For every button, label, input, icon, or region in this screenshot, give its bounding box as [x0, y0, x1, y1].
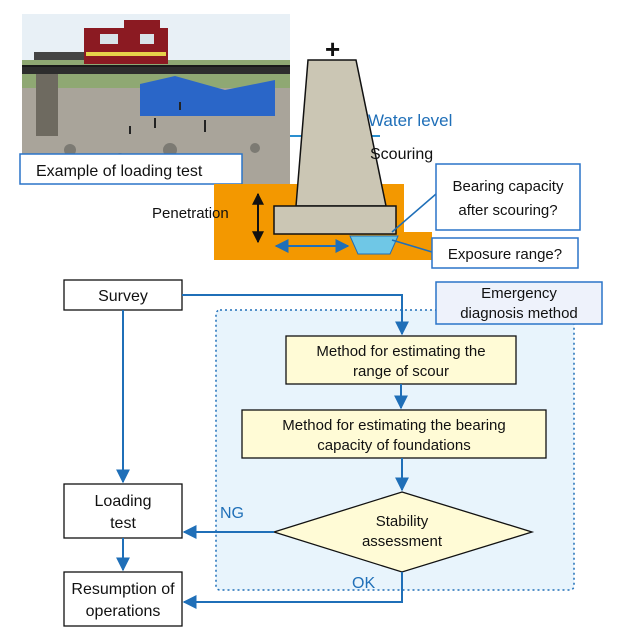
- scouring-label: Scouring: [370, 146, 433, 163]
- bearing-method-box: [241, 409, 547, 459]
- resumption-box: [63, 571, 183, 627]
- arrow-ok-to-resumption: [182, 572, 403, 609]
- resumption-line-2: operations: [86, 603, 161, 620]
- exposure-callout-label: Exposure range?: [448, 246, 562, 263]
- scour-method-box: [285, 335, 517, 385]
- photo-caption: Example of loading test: [36, 163, 203, 180]
- stability-line-1: Stability: [376, 513, 429, 530]
- emergency-label-line-2: diagnosis method: [460, 305, 578, 322]
- scour-method-line-2: range of scour: [353, 363, 449, 380]
- ok-label: OK: [352, 575, 375, 592]
- arrow-survey-to-scour: [182, 294, 409, 336]
- bearing-callout-box: [435, 163, 581, 231]
- exposure-callout-leader: [391, 239, 433, 253]
- photo-caption-box: [19, 153, 243, 185]
- emergency-label-box: [435, 281, 603, 325]
- pier-column: [295, 59, 387, 207]
- emergency-label-line-1: Emergency: [481, 285, 557, 302]
- bearing-callout-line-1: Bearing capacity: [453, 178, 564, 195]
- pier-footing: [273, 205, 397, 235]
- bearing-callout-line-2: after scouring?: [458, 202, 557, 219]
- loading-test-box: [63, 483, 183, 539]
- scour-hole: [349, 235, 399, 255]
- survey-box: [63, 279, 183, 311]
- scour-method-line-1: Method for estimating the: [316, 343, 485, 360]
- plus-sign: +: [325, 34, 340, 64]
- loading-test-line-2: test: [110, 515, 136, 532]
- resumption-line-1: Resumption of: [71, 581, 175, 598]
- bearing-method-line-2: capacity of foundations: [317, 437, 470, 454]
- stability-line-2: assessment: [362, 533, 443, 550]
- bearing-callout-leader: [391, 193, 437, 233]
- penetration-label: Penetration: [152, 205, 229, 222]
- survey-label: Survey: [98, 288, 148, 305]
- pier-schematic: [214, 59, 437, 260]
- exposure-callout-box: [431, 237, 579, 269]
- water-level-label: Water level: [368, 111, 452, 130]
- loading-test-line-1: Loading: [95, 493, 152, 510]
- ng-label: NG: [220, 505, 244, 522]
- bearing-method-line-1: Method for estimating the bearing: [282, 417, 505, 434]
